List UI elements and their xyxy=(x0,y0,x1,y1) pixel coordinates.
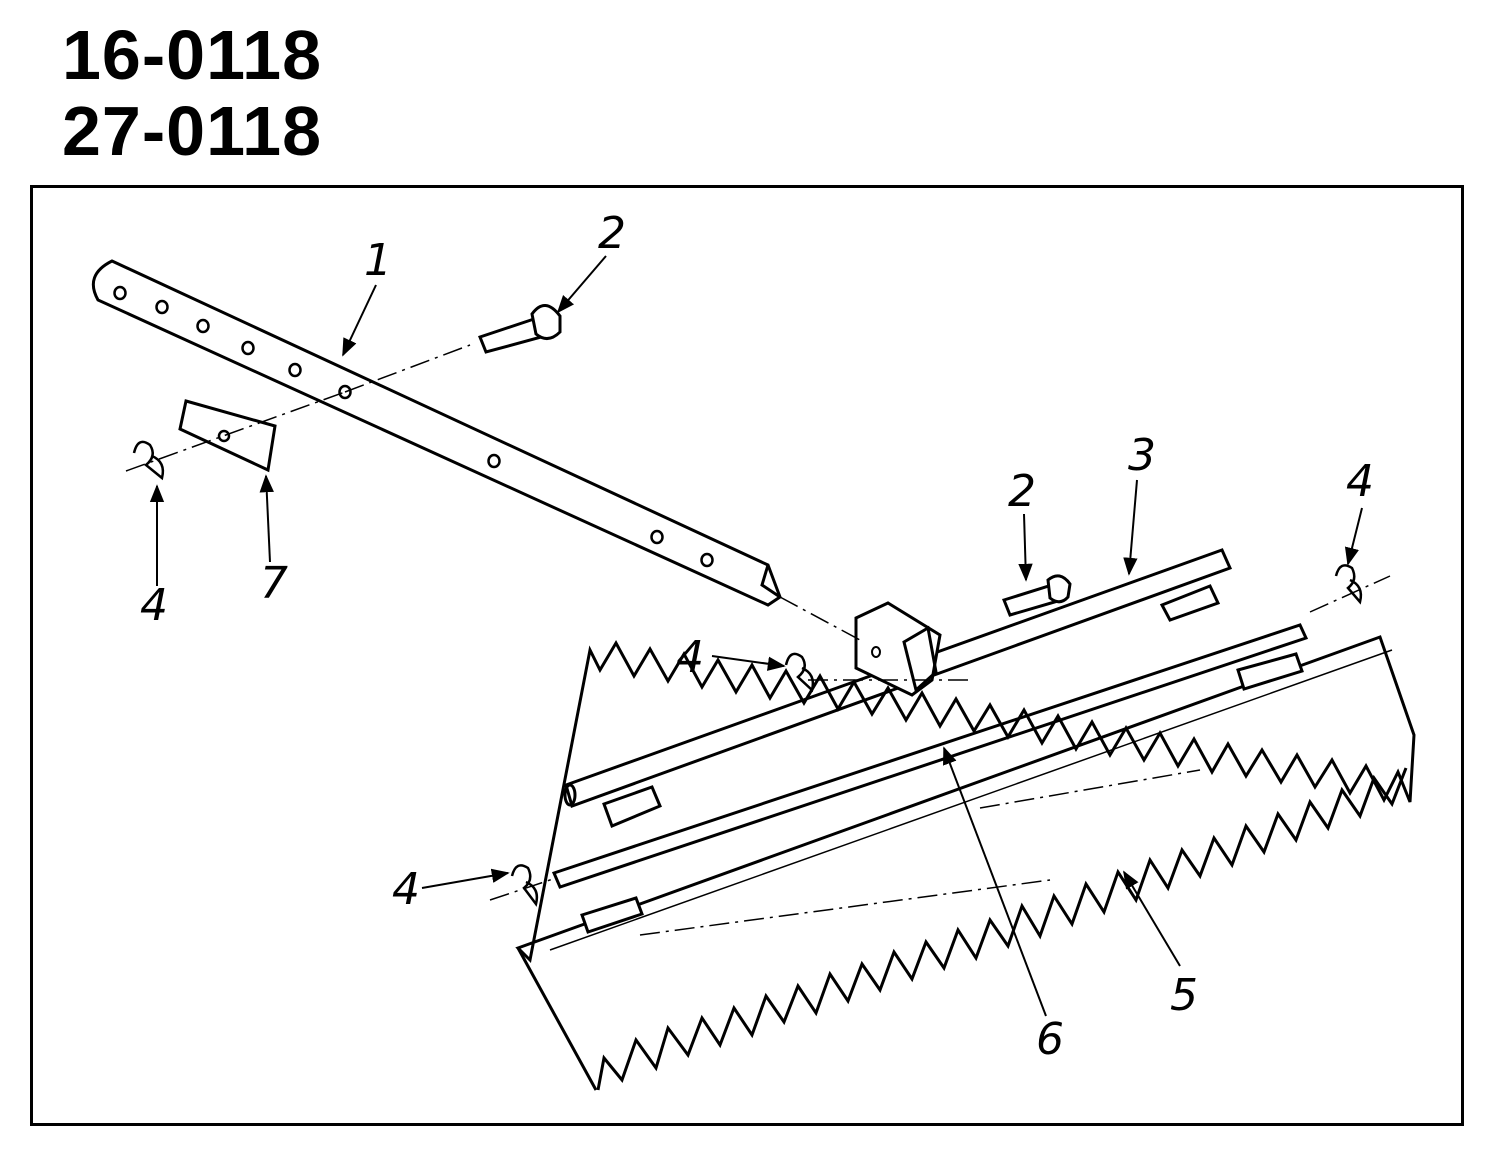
callout-4c: 4 xyxy=(1346,456,1374,507)
callout-4d: 4 xyxy=(392,864,420,915)
callout-4b: 4 xyxy=(676,632,704,683)
leader-5 xyxy=(1123,870,1181,967)
toothed-blade xyxy=(515,635,1416,1091)
hairpin-clip-b xyxy=(784,652,815,693)
hairpin-clip-d xyxy=(510,864,539,907)
part-number-secondary: 27-0118 xyxy=(62,92,323,170)
hairpin-clip-c xyxy=(1334,564,1363,605)
callout-1: 1 xyxy=(364,235,392,286)
callout-2b: 2 xyxy=(1008,466,1036,517)
exploded-parts-diagram: 1 2 2 3 4 4 4 4 5 6 7 xyxy=(30,185,1464,1126)
leader-2b xyxy=(1018,513,1033,582)
leader-4d xyxy=(421,868,510,889)
leader-4b xyxy=(711,655,786,671)
leader-6 xyxy=(943,746,1047,1017)
diagram-border xyxy=(30,185,1464,1126)
connecting-rod xyxy=(551,623,1309,889)
callout-7: 7 xyxy=(260,558,288,609)
hairpin-clip-a xyxy=(132,440,165,481)
leader-4c xyxy=(1344,507,1363,566)
callout-5: 5 xyxy=(1170,970,1198,1021)
lower-pin xyxy=(1002,574,1072,617)
spacer-plate xyxy=(178,399,277,473)
callout-2a: 2 xyxy=(598,208,626,259)
leader-2a xyxy=(556,255,607,314)
leader-1 xyxy=(342,284,377,357)
leader-7 xyxy=(259,474,274,563)
assembly-centerlines xyxy=(125,344,1391,936)
callout-3: 3 xyxy=(1128,430,1156,481)
hitch-bar-holes xyxy=(113,285,714,568)
callout-6: 6 xyxy=(1036,1014,1064,1065)
hitch-bar xyxy=(91,259,782,607)
callout-4a: 4 xyxy=(140,580,168,631)
upper-pin xyxy=(478,304,562,354)
callout-leaders xyxy=(149,255,1363,1017)
part-number-primary: 16-0118 xyxy=(62,16,323,94)
leader-3 xyxy=(1123,479,1138,576)
